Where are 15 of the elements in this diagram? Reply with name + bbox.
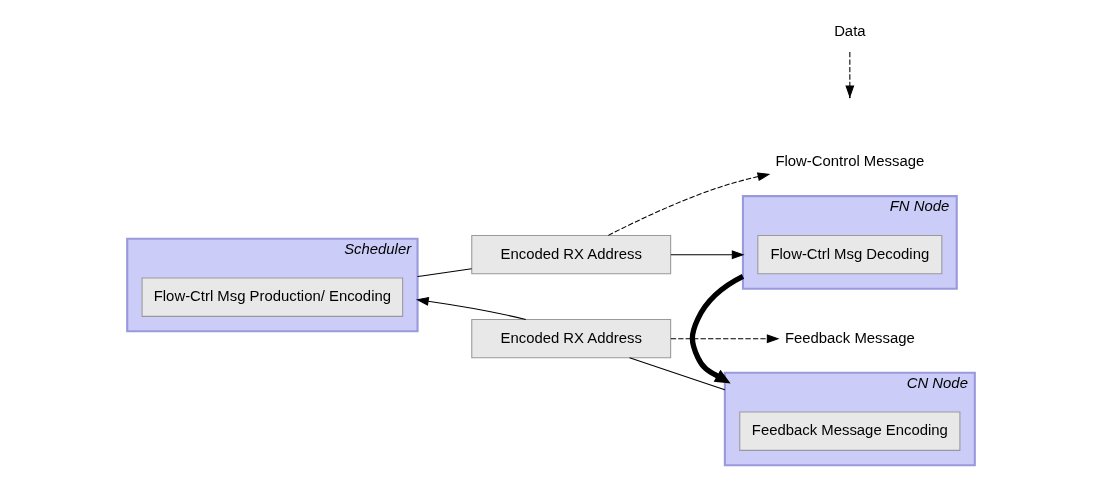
connector [417, 267, 473, 277]
node-box: Flow-Ctrl Msg Decoding [757, 234, 943, 274]
arrow [670, 333, 780, 343]
node-box: Feedback Message Encoding [739, 411, 961, 451]
arrow [670, 249, 745, 259]
node-box: Encoded RX Address [471, 318, 672, 358]
node-text: Flow-Control Message [775, 152, 925, 169]
arrow [415, 296, 527, 320]
node-box: Encoded RX Address [471, 234, 672, 274]
arrow [689, 273, 745, 383]
node-text: Feedback Message [784, 329, 915, 346]
node-text: Data [834, 22, 866, 39]
node-box: Flow-Ctrl Msg Production/ Encoding [141, 277, 404, 317]
connector [629, 356, 726, 390]
arrow [607, 171, 771, 236]
